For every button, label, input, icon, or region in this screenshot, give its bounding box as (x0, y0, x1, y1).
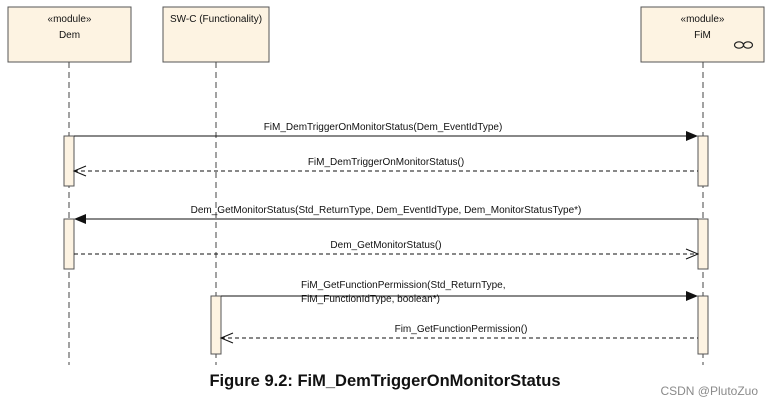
open-arrowhead (72, 165, 87, 177)
figure-caption: Figure 9.2: FiM_DemTriggerOnMonitorStatu… (209, 372, 561, 390)
participant-swc-name: SW-C (Functionality) (170, 14, 262, 25)
filled-arrowhead (686, 131, 698, 141)
message-2: FiM_DemTriggerOnMonitorStatus() (72, 157, 698, 177)
message-5: FiM_GetFunctionPermission(Std_ReturnType… (221, 280, 698, 305)
message-4: Dem_GetMonitorStatus() (74, 240, 700, 260)
message-4-label: Dem_GetMonitorStatus() (330, 240, 441, 251)
activation-swc-1 (210, 295, 222, 355)
activation-dem-1 (63, 135, 75, 187)
message-6: Fim_GetFunctionPermission() (219, 324, 698, 344)
filled-arrowhead (74, 214, 86, 224)
participant-fim-stereotype: «module» (681, 14, 725, 25)
message-5-label-line-2: FiM_FunctionIdType, boolean*) (301, 294, 440, 305)
message-1: FiM_DemTriggerOnMonitorStatus(Dem_EventI… (74, 122, 698, 141)
message-6-label: Fim_GetFunctionPermission() (395, 324, 528, 335)
activation-fim-2 (697, 218, 709, 270)
message-5-label-line-1: FiM_GetFunctionPermission(Std_ReturnType… (301, 280, 506, 291)
message-2-label: FiM_DemTriggerOnMonitorStatus() (308, 157, 464, 168)
filled-arrowhead (686, 291, 698, 301)
message-3: Dem_GetMonitorStatus(Std_ReturnType, Dem… (74, 205, 698, 224)
activation-fim-1 (697, 135, 709, 187)
participant-dem-name: Dem (59, 30, 80, 41)
participant-dem-stereotype: «module» (48, 14, 92, 25)
subsystem-infinity-icon (733, 41, 754, 49)
participant-dem: «module» Dem (7, 6, 132, 63)
message-1-label: FiM_DemTriggerOnMonitorStatus(Dem_EventI… (264, 122, 503, 133)
message-3-label: Dem_GetMonitorStatus(Std_ReturnType, Dem… (191, 205, 582, 216)
open-arrowhead (219, 332, 234, 344)
participant-swc: SW-C (Functionality) (162, 6, 270, 63)
participant-fim: «module» FiM (640, 6, 765, 63)
watermark: CSDN @PlutoZuo (660, 384, 758, 398)
activation-fim-3 (697, 295, 709, 355)
open-arrowhead (685, 248, 700, 260)
activation-dem-2 (63, 218, 75, 270)
participant-fim-name: FiM (694, 30, 711, 41)
